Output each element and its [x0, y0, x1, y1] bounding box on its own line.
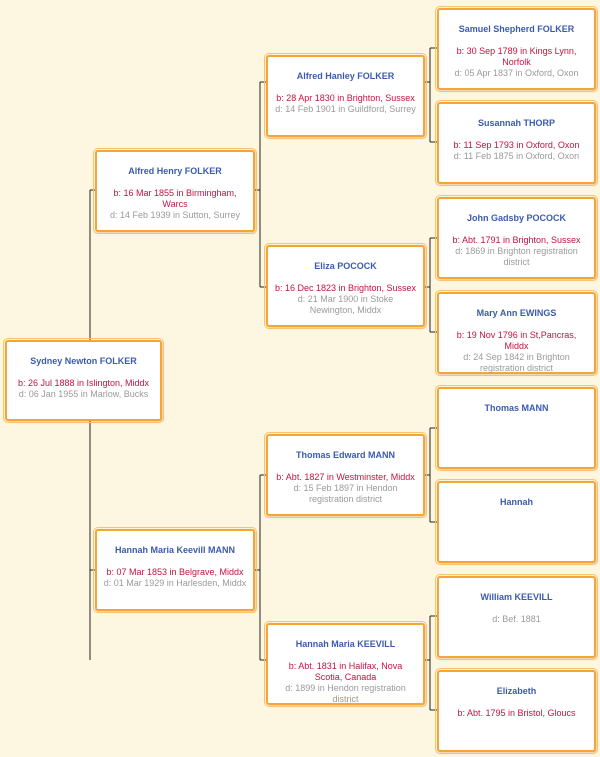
person-birth: b: 19 Nov 1796 in St,Pancras, Middx	[456, 330, 577, 351]
person-box-hannah-maria-keevill-mann[interactable]: Hannah Maria Keevill MANN b: 07 Mar 1853…	[93, 527, 257, 613]
person-death: d: 11 Feb 1875 in Oxford, Oxon	[453, 151, 580, 161]
person-birth: b: 26 Jul 1888 in Islington, Middx	[17, 378, 150, 388]
person-name: Thomas Edward MANN	[295, 450, 395, 460]
person-death: d: 05 Apr 1837 in Oxford, Oxon	[454, 68, 579, 78]
connector-g2d	[425, 615, 437, 711]
person-name: Alfred Hanley FOLKER	[296, 71, 395, 81]
person-box-hannah[interactable]: Hannah	[435, 479, 598, 565]
person-box-thomas-mann[interactable]: Thomas MANN	[435, 385, 598, 471]
person-birth: b: 30 Sep 1789 in Kings Lynn, Norfolk	[456, 46, 577, 67]
person-death: d: 15 Feb 1897 in Hendon registration di…	[293, 483, 398, 504]
person-box-elizabeth[interactable]: Elizabeth b: Abt. 1795 in Bristol, Glouc…	[435, 668, 598, 754]
person-name: Mary Ann EWINGS	[476, 308, 557, 318]
person-birth: b: 28 Apr 1830 in Brighton, Sussex	[276, 93, 415, 103]
person-box-john-gadsby-pocock[interactable]: John Gadsby POCOCK b: Abt. 1791 in Brigh…	[435, 195, 598, 281]
person-birth: b: Abt. 1795 in Bristol, Gloucs	[457, 708, 576, 718]
person-name: Hannah	[499, 497, 533, 507]
person-death: d: 1899 in Hendon registration district	[285, 683, 406, 704]
person-death: d: 24 Sep 1842 in Brighton registration …	[463, 352, 570, 373]
person-name: Hannah Maria KEEVILL	[295, 639, 396, 649]
person-box-hannah-maria-keevill[interactable]: Hannah Maria KEEVILL b: Abt. 1831 in Hal…	[264, 621, 427, 707]
person-birth: b: 16 Mar 1855 in Birmingham, Warcs	[113, 188, 237, 209]
person-name: William KEEVILL	[480, 592, 553, 602]
person-birth: b: 07 Mar 1853 in Belgrave, Middx	[106, 567, 244, 577]
person-name: Hannah Maria Keevill MANN	[114, 545, 236, 555]
person-name: Elizabeth	[496, 686, 537, 696]
person-box-susannah-thorp[interactable]: Susannah THORP b: 11 Sep 1793 in Oxford,…	[435, 100, 598, 186]
connector-g2c	[425, 427, 437, 523]
person-death: d: 06 Jan 1955 in Marlow, Bucks	[18, 389, 149, 399]
person-death: d: Bef. 1881	[492, 614, 541, 624]
person-birth: b: Abt. 1831 in Halifax, Nova Scotia, Ca…	[288, 661, 403, 682]
person-box-sydney-newton-folker[interactable]: Sydney Newton FOLKER b: 26 Jul 1888 in I…	[3, 338, 164, 423]
person-box-alfred-henry-folker[interactable]: Alfred Henry FOLKER b: 16 Mar 1855 in Bi…	[93, 148, 257, 234]
person-box-william-keevill[interactable]: William KEEVILL d: Bef. 1881	[435, 574, 598, 660]
person-name: Samuel Shepherd FOLKER	[458, 24, 575, 34]
person-death: d: 14 Feb 1901 in Guildford, Surrey	[275, 104, 416, 114]
person-birth: b: 11 Sep 1793 in Oxford, Oxon	[453, 140, 580, 150]
person-birth: b: Abt. 1827 in Westminster, Middx	[276, 472, 415, 482]
person-box-eliza-pocock[interactable]: Eliza POCOCK b: 16 Dec 1823 in Brighton,…	[264, 243, 427, 329]
person-name: Eliza POCOCK	[314, 261, 377, 271]
person-name: Alfred Henry FOLKER	[128, 166, 222, 176]
person-name: Thomas MANN	[484, 403, 549, 413]
person-death: d: 1869 in Brighton registration distric…	[455, 246, 578, 267]
person-death: d: 14 Feb 1939 in Sutton, Surrey	[109, 210, 241, 220]
connector-g2b	[425, 237, 437, 333]
person-box-thomas-edward-mann[interactable]: Thomas Edward MANN b: Abt. 1827 in Westm…	[264, 432, 427, 518]
person-name: Susannah THORP	[477, 118, 555, 128]
connector-g2a	[425, 47, 437, 143]
person-death: d: 21 Mar 1900 in Stoke Newington, Middx	[297, 294, 394, 315]
person-death: d: 01 Mar 1929 in Harlesden, Middx	[103, 578, 247, 588]
person-box-mary-ann-ewings[interactable]: Mary Ann EWINGS b: 19 Nov 1796 in St,Pan…	[435, 290, 598, 376]
person-box-samuel-shepherd-folker[interactable]: Samuel Shepherd FOLKER b: 30 Sep 1789 in…	[435, 6, 598, 92]
person-name: John Gadsby POCOCK	[466, 213, 566, 223]
person-birth: b: Abt. 1791 in Brighton, Sussex	[452, 235, 581, 245]
person-box-alfred-hanley-folker[interactable]: Alfred Hanley FOLKER b: 28 Apr 1830 in B…	[264, 53, 427, 139]
person-name: Sydney Newton FOLKER	[30, 356, 137, 366]
person-birth: b: 16 Dec 1823 in Brighton, Sussex	[274, 283, 417, 293]
